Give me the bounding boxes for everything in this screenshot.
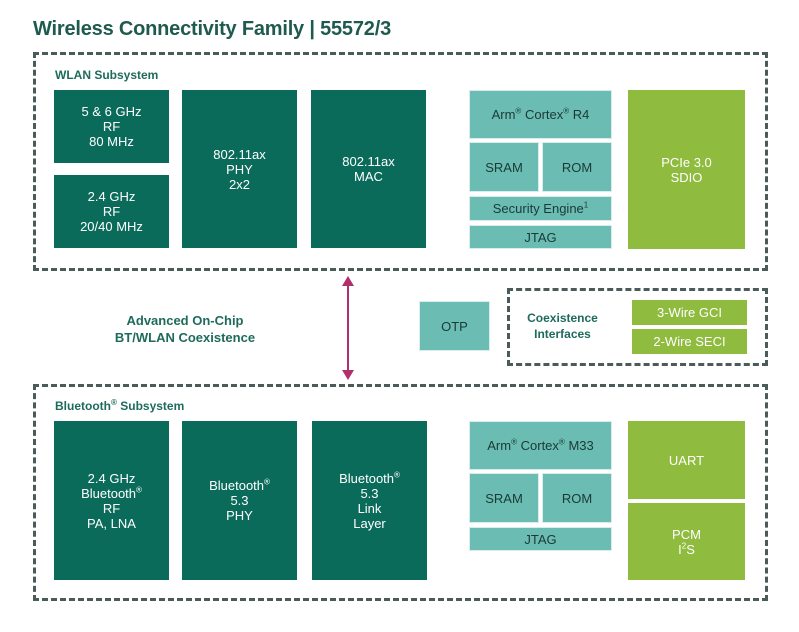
3-wire-gci-block: 3-Wire GCI [632, 300, 747, 325]
wlan-subsystem-frame [33, 52, 768, 271]
coexistence-interfaces-label: Coexistence Interfaces [527, 311, 598, 341]
page-title: Wireless Connectivity Family | 55572/3 [33, 18, 391, 40]
coexistence-double-arrow [342, 276, 354, 380]
wlan-arm-cortex-r4-block: Arm® Cortex® R4 [469, 90, 612, 139]
coexistence-interfaces-frame [507, 288, 768, 366]
otp-block: OTP [419, 301, 490, 351]
bluetooth-subsystem-label: Bluetooth® Subsystem [55, 398, 185, 414]
bt-uart-block: UART [628, 421, 745, 499]
bt-sram-block: SRAM [469, 473, 539, 523]
wlan-rom-block: ROM [542, 142, 612, 192]
coexistence-note: Advanced On-Chip BT/WLAN Coexistence [114, 313, 256, 345]
bt-phy-block: Bluetooth® 5.3 PHY [182, 421, 297, 580]
wlan-security-engine-block: Security Engine1 [469, 196, 612, 221]
bt-link-layer-block: Bluetooth® 5.3 Link Layer [312, 421, 427, 580]
wlan-rf-5-6ghz-block: 5 & 6 GHz RF 80 MHz [54, 90, 169, 163]
wlan-sram-block: SRAM [469, 142, 539, 192]
bt-pcm-i2s-block: PCM I2S [628, 503, 745, 580]
bluetooth-subsystem-frame [33, 384, 768, 601]
wlan-mac-block: 802.11ax MAC [311, 90, 426, 248]
wlan-phy-block: 802.11ax PHY 2x2 [182, 90, 297, 248]
wlan-rf-2-4ghz-block: 2.4 GHz RF 20/40 MHz [54, 175, 169, 248]
2-wire-seci-block: 2-Wire SECI [632, 329, 747, 354]
wlan-jtag-block: JTAG [469, 225, 612, 249]
bt-jtag-block: JTAG [469, 527, 612, 551]
bt-rom-block: ROM [542, 473, 612, 523]
bt-arm-cortex-m33-block: Arm® Cortex® M33 [469, 421, 612, 470]
wlan-subsystem-label: WLAN Subsystem [55, 68, 159, 82]
bt-rf-block: 2.4 GHz Bluetooth® RF PA, LNA [54, 421, 169, 580]
wlan-pcie-sdio-block: PCIe 3.0 SDIO [628, 90, 745, 249]
